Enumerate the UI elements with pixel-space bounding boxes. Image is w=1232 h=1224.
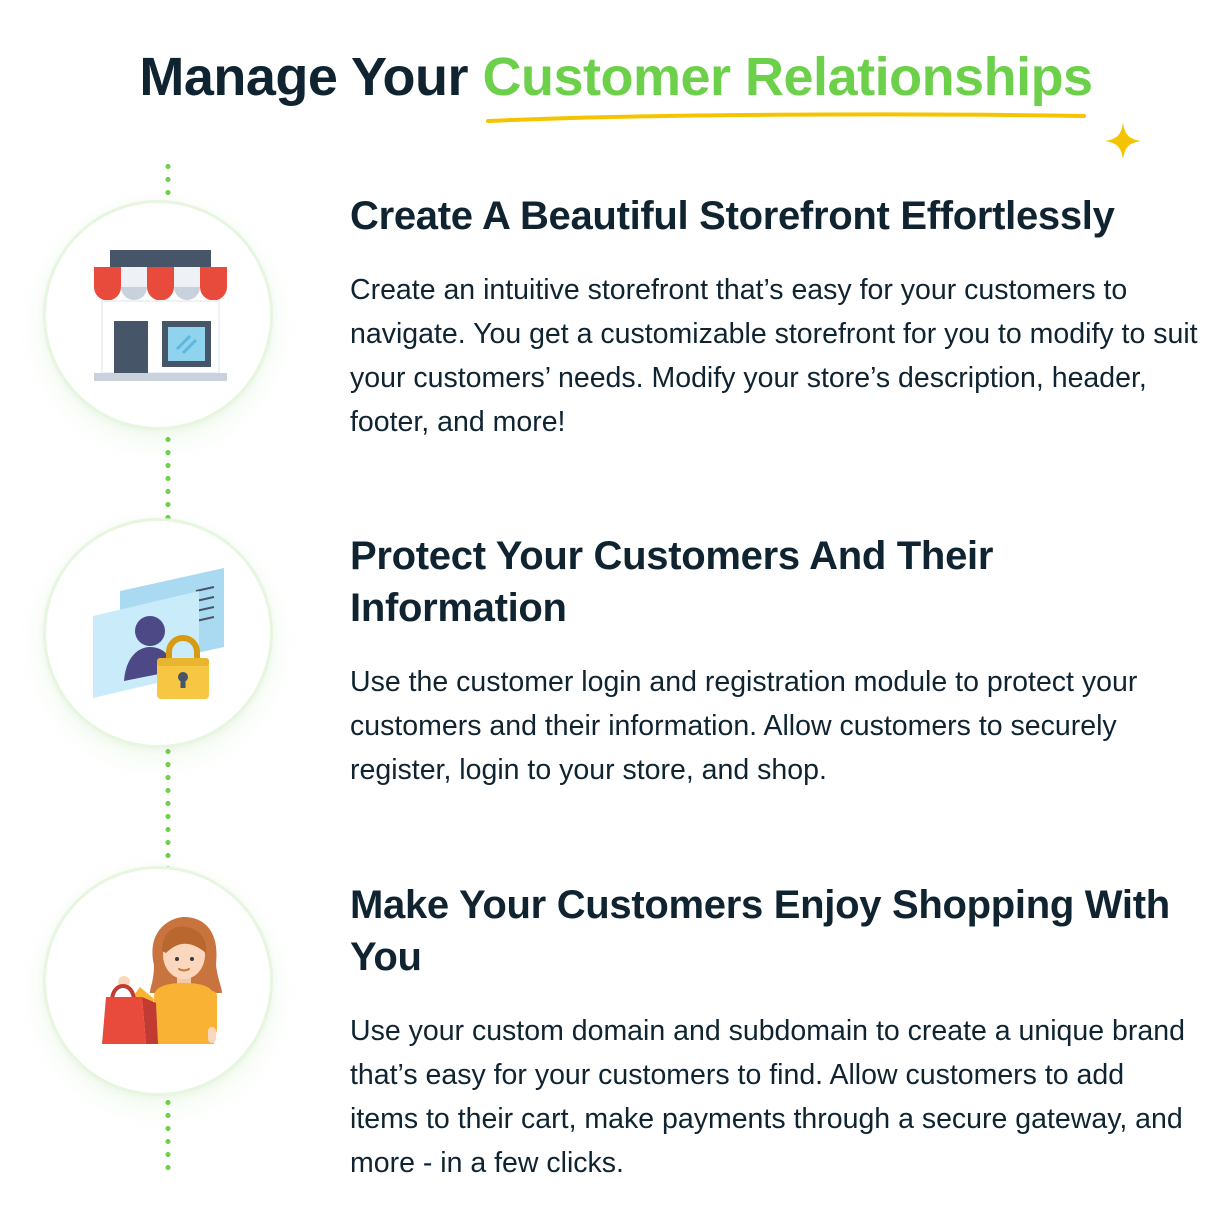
shopper-icon-circle: [43, 866, 273, 1096]
feature-heading: Create A Beautiful Storefront Effortless…: [350, 194, 1115, 238]
title-accent: Customer Relationships: [482, 42, 1093, 123]
feature-heading: Protect Your Customers And Their Informa…: [350, 534, 994, 630]
title-underline: [486, 112, 1087, 123]
feature-description: Use the customer login and registration …: [350, 666, 1138, 786]
secure-profile-icon: [93, 568, 224, 699]
feature-heading: Make Your Customers Enjoy Shopping With …: [350, 883, 1170, 979]
feature-shopping: Make Your Customers Enjoy Shopping With …: [350, 879, 1200, 1185]
secure-profile-icon-circle: [43, 518, 273, 748]
feature-description: Use your custom domain and subdomain to …: [350, 1015, 1185, 1179]
feature-protect: Protect Your Customers And Their Informa…: [350, 530, 1200, 792]
shopper-icon: [102, 917, 222, 1044]
feature-description: Create an intuitive storefront that’s ea…: [350, 274, 1198, 438]
title-accent-text: Customer Relationships: [482, 47, 1093, 107]
sparkle-icon: [1105, 123, 1141, 159]
storefront-icon: [94, 250, 227, 381]
storefront-icon-circle: [43, 200, 273, 430]
feature-storefront: Create A Beautiful Storefront Effortless…: [350, 190, 1200, 444]
title-prefix: Manage Your: [139, 47, 468, 107]
page-title: Manage Your Customer Relationships: [0, 42, 1232, 123]
